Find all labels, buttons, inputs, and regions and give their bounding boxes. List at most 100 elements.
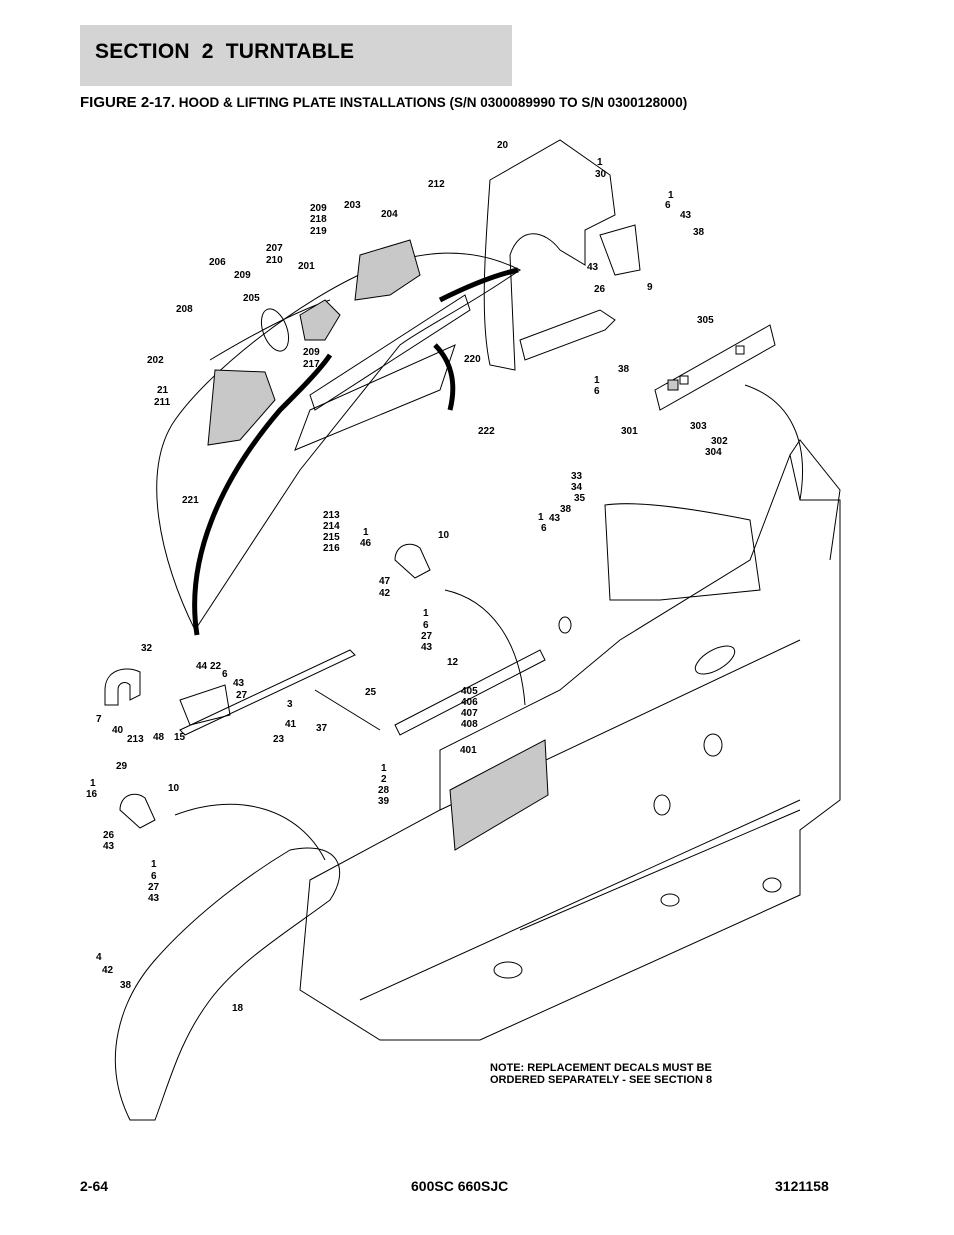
arrow-plate — [744, 384, 804, 501]
callout: 201 — [298, 261, 315, 272]
callout: 406 — [461, 697, 478, 708]
seal-221 — [192, 353, 333, 636]
callout: 203 — [344, 200, 361, 211]
side-plate — [654, 324, 776, 411]
arrow-10-lower — [174, 803, 326, 861]
callout: 38 — [693, 227, 705, 238]
callout: 304 — [705, 447, 722, 458]
callout: 218 — [310, 214, 327, 225]
callout: 1 — [594, 375, 600, 386]
callout: 401 — [460, 745, 477, 756]
callout: 25 — [365, 687, 377, 698]
callout: 207 — [266, 243, 283, 254]
callout: 206 — [209, 257, 226, 268]
arrow-10-upper — [444, 589, 526, 706]
note-line-1: NOTE: REPLACEMENT DECALS MUST BE — [490, 1062, 712, 1074]
figure-number: FIGURE 2-17. — [80, 94, 176, 111]
callout: 407 — [461, 708, 478, 719]
callout: 9 — [647, 282, 653, 293]
callout: 43 — [587, 262, 599, 273]
section-title: SECTION 2 TURNTABLE — [95, 40, 355, 63]
callout: 220 — [464, 354, 481, 365]
callout: 6 — [541, 523, 547, 534]
callout: 39 — [378, 796, 390, 807]
callout: 222 — [478, 426, 495, 437]
callout: 209 — [310, 203, 327, 214]
frame-lower-edge — [359, 799, 801, 1001]
callout: 302 — [711, 436, 728, 447]
callout: 27 — [148, 882, 160, 893]
frame-hole-c — [762, 877, 782, 893]
callout: 15 — [174, 732, 186, 743]
frame-hole-b — [653, 794, 671, 816]
callout: 26 — [103, 830, 115, 841]
callout: 6 — [222, 669, 228, 680]
rear-cover-bracket — [519, 309, 616, 361]
callout: 18 — [232, 1003, 244, 1014]
callout: 1 — [363, 527, 369, 538]
callout: 204 — [381, 209, 398, 220]
callout: 212 — [428, 179, 445, 190]
callout: 1 — [151, 859, 157, 870]
callout: 30 — [595, 169, 607, 180]
hinge-20 — [599, 224, 641, 276]
callout: 210 — [266, 255, 283, 266]
callout: 16 — [86, 789, 98, 800]
frame-hole-f — [558, 616, 572, 634]
frame-mid-edge — [519, 809, 801, 931]
plate-slot-a — [679, 375, 689, 385]
decal-305 — [667, 379, 679, 391]
callout: 12 — [447, 657, 459, 668]
callout: 1 — [90, 778, 96, 789]
fender — [114, 847, 340, 1121]
callout: 42 — [102, 965, 114, 976]
seal-222 — [433, 343, 456, 411]
lift-plate-assembly — [309, 294, 471, 411]
callout: 43 — [680, 210, 692, 221]
decal-401 — [449, 739, 549, 851]
callout: 21 — [157, 385, 169, 396]
callout: 213 — [323, 510, 340, 521]
figure-caption: HOOD & LIFTING PLATE INSTALLATIONS (S/N … — [178, 95, 688, 110]
callout: 27 — [421, 631, 433, 642]
callout: 1 — [597, 157, 603, 168]
callout: 221 — [182, 495, 199, 506]
callout: 6 — [151, 871, 157, 882]
decal-201 — [299, 299, 341, 341]
callout: 33 — [571, 471, 583, 482]
bracket-10-lower — [119, 793, 156, 829]
callout: 48 — [153, 732, 165, 743]
callout: 20 — [497, 140, 509, 151]
callout: 4 — [96, 952, 102, 963]
drawing-linework — [104, 139, 841, 1121]
callout: 305 — [697, 315, 714, 326]
rear-cover-outline — [483, 139, 616, 371]
callout: 303 — [690, 421, 707, 432]
callout: 38 — [120, 980, 132, 991]
callout: 34 — [571, 482, 583, 493]
callout: 6 — [594, 386, 600, 397]
callout: 40 — [112, 725, 124, 736]
callout: 1 — [668, 190, 674, 201]
callout: 208 — [176, 304, 193, 315]
mounting-bar — [394, 649, 546, 736]
seal-strips — [192, 267, 519, 636]
callout: 23 — [273, 734, 285, 745]
decal-204 — [354, 239, 421, 301]
callout: 38 — [618, 364, 630, 375]
callout: 408 — [461, 719, 478, 730]
figure-title: FIGURE 2-17. HOOD & LIFTING PLATE INSTAL… — [80, 94, 687, 111]
callout: 6 — [665, 200, 671, 211]
callout-labels: 20 1 30 1 6 43 38 43 26 9 212 209 218 21… — [86, 140, 728, 1014]
callout: 2 — [381, 774, 387, 785]
latch-15 — [179, 684, 231, 726]
callout: 35 — [574, 493, 586, 504]
hood-cover-outline — [156, 252, 521, 632]
frame-hole-d — [660, 893, 680, 907]
bracket-10-upper — [394, 543, 431, 579]
turntable-frame — [299, 453, 841, 1041]
callout: 6 — [423, 620, 429, 631]
frame-hole-a — [703, 733, 723, 757]
decal-202 — [207, 369, 276, 446]
